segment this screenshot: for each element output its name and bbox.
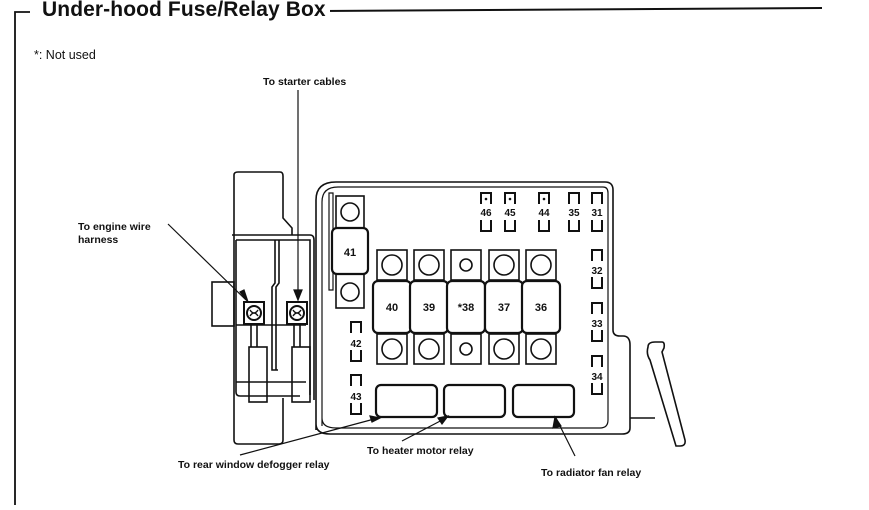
fuse-43[interactable]: 43 <box>350 374 362 415</box>
fuse-35-label: 35 <box>568 208 580 219</box>
callout-heater-motor-relay: To heater motor relay <box>367 445 474 457</box>
fuse-45[interactable]: 45 <box>504 192 516 232</box>
fuse-31[interactable]: 31 <box>591 192 603 232</box>
fuse-36-label: 36 <box>535 302 547 314</box>
not-used-mark <box>484 197 488 201</box>
terminal-block <box>211 171 315 445</box>
callout-rear-window-defogger-relay: To rear window defogger relay <box>178 459 330 471</box>
terminal-hole <box>530 254 552 276</box>
terminal-hole <box>493 338 515 360</box>
not-used-mark <box>508 197 512 201</box>
fuse-38[interactable]: *38 <box>445 249 487 365</box>
fuse-37[interactable]: 37 <box>483 249 525 365</box>
terminal-hole <box>493 254 515 276</box>
fuse-41[interactable]: 41 <box>330 195 370 309</box>
fuse-39-label: 39 <box>423 302 435 314</box>
fuse-42[interactable]: 42 <box>350 321 362 362</box>
terminal-hole <box>381 254 403 276</box>
terminal-hole <box>418 338 440 360</box>
rear-window-defogger-relay[interactable] <box>374 383 439 419</box>
header-rule <box>321 7 823 12</box>
arrow-engine-harness <box>167 223 247 301</box>
page-title: Under-hood Fuse/Relay Box <box>38 0 330 22</box>
fuse-32[interactable]: 32 <box>591 249 603 289</box>
callout-engine-wire-harness-line1: To engine wire <box>78 221 151 233</box>
fuse-41-label: 41 <box>344 247 356 259</box>
callout-engine-wire-harness: To engine wire harness <box>78 221 151 247</box>
fuse-33[interactable]: 33 <box>591 302 603 342</box>
fuse-34[interactable]: 34 <box>591 355 603 395</box>
callout-starter-cables: To starter cables <box>263 76 347 88</box>
fuse-44[interactable]: 44 <box>538 192 550 232</box>
section-frame <box>14 11 30 505</box>
fuse-40[interactable]: 40 <box>371 249 413 365</box>
fuse-39[interactable]: 39 <box>408 249 450 365</box>
fuse-42-label: 42 <box>350 339 362 350</box>
terminal-hole <box>530 338 552 360</box>
fuse-46-label: 46 <box>480 208 492 219</box>
fuse-31-label: 31 <box>591 208 603 219</box>
fuse-34-label: 34 <box>591 372 603 383</box>
fuse-43-label: 43 <box>350 392 362 403</box>
terminal-hole <box>418 254 440 276</box>
fuse-38-label: *38 <box>458 302 475 314</box>
fuse-box-housing <box>315 181 686 447</box>
callout-radiator-fan-relay: To radiator fan relay <box>541 467 642 479</box>
fuse-32-label: 32 <box>591 266 603 277</box>
arrow-defogger <box>239 417 379 456</box>
arrow-heater <box>401 417 447 442</box>
not-used-legend: *: Not used <box>34 48 96 62</box>
fuse-33-label: 33 <box>591 319 603 330</box>
terminal-hole <box>459 342 473 356</box>
fuse-46[interactable]: 46 <box>480 192 492 232</box>
leader-arrows <box>167 90 576 457</box>
fuse-45-label: 45 <box>504 208 516 219</box>
terminal-hole <box>459 258 473 272</box>
fuse-36[interactable]: 36 <box>520 249 562 365</box>
fuse-44-label: 44 <box>538 208 550 219</box>
terminal-hole <box>381 338 403 360</box>
fuse-40-label: 40 <box>386 302 398 314</box>
callout-engine-wire-harness-line2: harness <box>78 234 119 246</box>
not-used-mark <box>542 197 546 201</box>
heater-motor-relay[interactable] <box>442 383 507 419</box>
fuse-37-label: 37 <box>498 302 510 314</box>
radiator-fan-relay[interactable] <box>511 383 576 419</box>
fuse-35[interactable]: 35 <box>568 192 580 232</box>
